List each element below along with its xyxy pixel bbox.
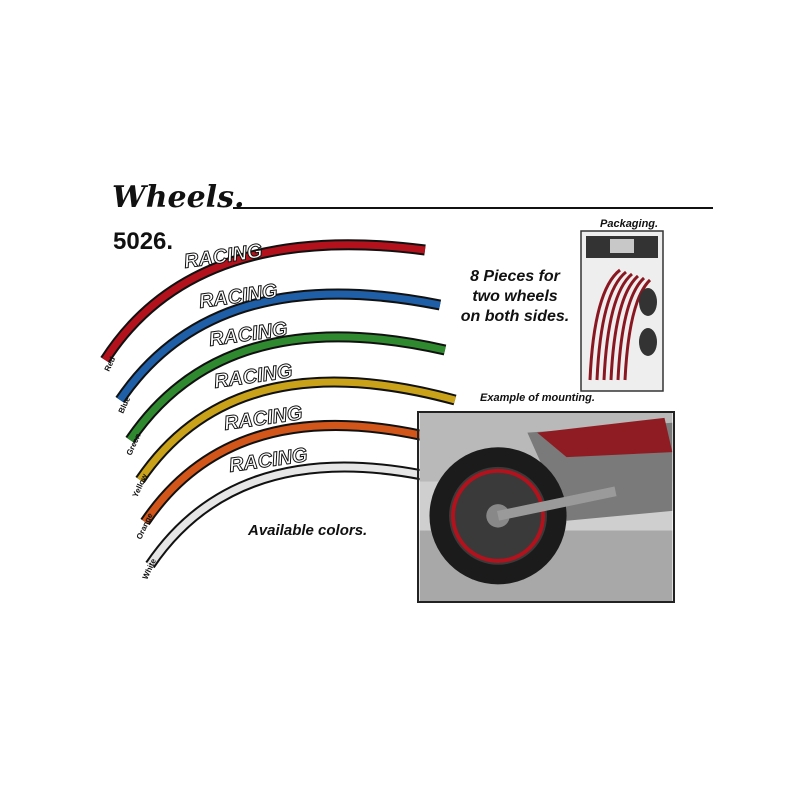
packaging-label: Packaging.	[600, 218, 659, 230]
color-label-white: White	[141, 557, 159, 581]
stripe-blue-color	[117, 290, 441, 402]
stripe-green-color	[127, 333, 446, 442]
pieces-note-line1: 8 Pieces for	[470, 268, 560, 285]
product-code: 5026.	[113, 228, 174, 255]
stripe-red-color	[102, 241, 426, 362]
stripe-samples: RACING Red RACING Blue RACING Green RACI…	[100, 239, 467, 581]
pieces-note-line3: on both sides.	[460, 308, 570, 325]
available-colors-label: Available colors.	[248, 522, 368, 539]
stripe-white-color	[147, 463, 466, 567]
mounting-label: Example of mounting.	[480, 392, 595, 404]
title-divider	[233, 207, 713, 209]
packaging-image	[580, 230, 664, 392]
pieces-note-line2: two wheels	[472, 288, 558, 305]
stripe-yellow-color	[137, 378, 456, 482]
color-label-yellow: Yellow	[131, 472, 150, 499]
section-title: Wheels.	[112, 180, 245, 215]
color-label-orange: Orange	[135, 511, 155, 541]
stripe-orange-color	[142, 421, 461, 524]
pieces-note: 8 Pieces for two wheels on both sides.	[440, 267, 590, 327]
mounting-photo	[417, 411, 675, 603]
